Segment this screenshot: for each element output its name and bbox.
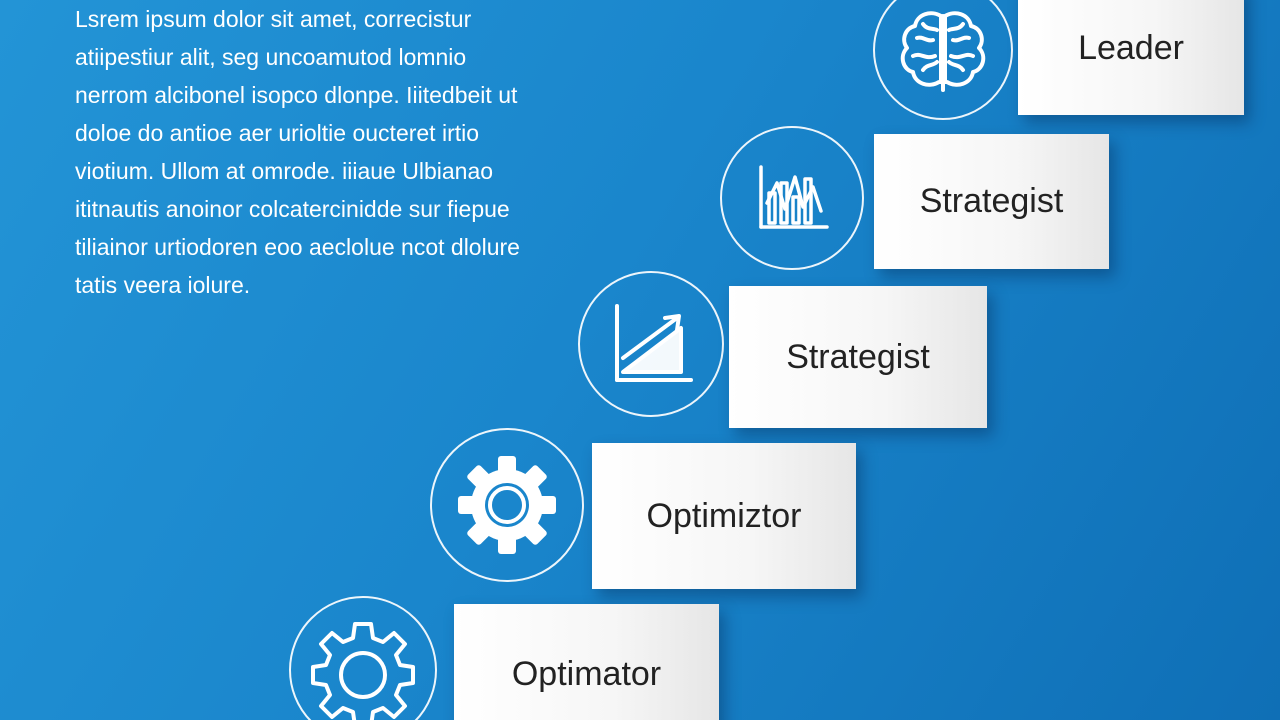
step-label: Leader <box>1078 29 1184 67</box>
intro-line: nerrom alcibonel isopco dlonpe. Iiitedbe… <box>75 82 518 108</box>
step-label: Strategist <box>786 337 930 376</box>
step-card-strategist-2: Strategist <box>729 286 987 428</box>
growth-chart-icon <box>578 271 724 417</box>
step-card-optimator: Optimator <box>454 604 719 720</box>
gear-icon <box>430 428 584 582</box>
step-label: Optimiztor <box>646 496 802 535</box>
step-card-optimiztor: Optimiztor <box>592 443 856 589</box>
intro-line: ititnautis anoinor colcatercinidde sur f… <box>75 196 510 222</box>
intro-paragraph: Lsrem ipsum dolor sit amet, correcistur … <box>75 0 575 304</box>
step-card-leader: Leader <box>1018 0 1244 115</box>
intro-line: tatis veera iolure. <box>75 272 251 298</box>
brain-icon <box>873 0 1013 120</box>
intro-line: Lsrem ipsum dolor sit amet, correcistur <box>75 6 472 32</box>
step-label: Strategist <box>919 182 1064 220</box>
step-label: Optimator <box>511 654 662 693</box>
intro-line: viotium. Ullom at omrode. iiiaue Ulbiana… <box>75 158 494 184</box>
intro-line: atiipestiur alit, seg uncoamutod lomnio <box>75 44 467 70</box>
intro-line: tiliainor urtiodoren eoo aeclolue ncot d… <box>75 234 520 260</box>
gear-icon <box>289 596 437 720</box>
intro-line: doloe do antioe aer urioltie oucteret ir… <box>75 120 480 146</box>
step-card-strategist-1: Strategist <box>874 134 1109 269</box>
analytics-chart-icon <box>720 126 864 270</box>
